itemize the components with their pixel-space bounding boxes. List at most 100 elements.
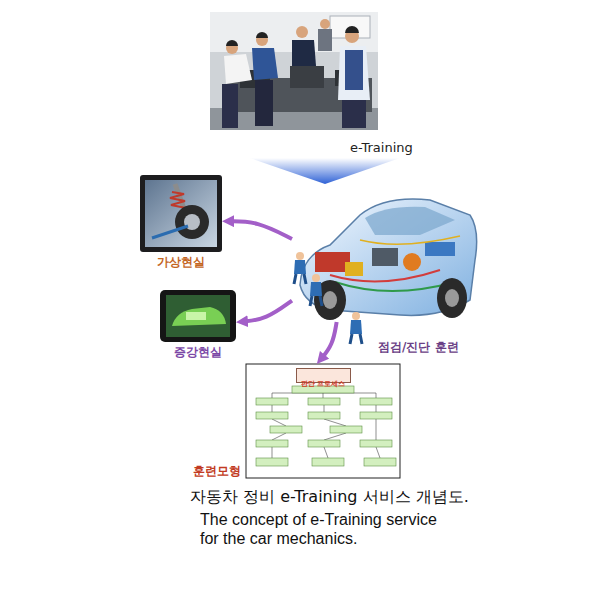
- e-training-arrow: [250, 158, 400, 184]
- car-cutaway: [403, 253, 421, 271]
- mechanic-figure: [310, 274, 322, 306]
- mechanic-figure: [350, 312, 362, 344]
- training-flowchart: [270, 426, 302, 433]
- figure-caption: 자동차 정비 e-Training 서비스 개념도.: [190, 487, 469, 506]
- training-flowchart: [308, 398, 340, 405]
- english-caption: The concept of e-Training service for th…: [200, 510, 450, 548]
- e-training-arrow: [250, 158, 400, 184]
- flowchart-picture: 훈련모형판단 프로세스: [246, 364, 400, 478]
- augmented-reality-tablet: [172, 307, 226, 326]
- mechanic-figure: [352, 312, 360, 320]
- training-flowchart: [376, 393, 377, 398]
- training-flowchart: [364, 458, 396, 466]
- virtual-reality-monitor: [140, 175, 222, 252]
- virtual-reality-monitor: [145, 180, 217, 247]
- car-cutaway: [330, 270, 440, 281]
- car-cutaway: [300, 199, 477, 320]
- training-flowchart: [376, 447, 380, 458]
- mechanic-figure: [294, 252, 306, 284]
- training-flowchart: [324, 419, 346, 426]
- training-flowchart: [376, 419, 377, 440]
- workshop-photo: [318, 29, 332, 51]
- training-flowchart: [360, 412, 392, 419]
- car-cutaway: [335, 282, 455, 291]
- arrow-label: e-Training: [350, 140, 413, 156]
- workshop-photo: [345, 26, 359, 33]
- car-cutaway: [425, 242, 455, 256]
- mechanic-figure: [294, 252, 362, 344]
- training-flowchart: [256, 412, 288, 419]
- training-flowchart: [272, 393, 273, 398]
- car-cutaway: [360, 236, 460, 244]
- virtual-reality-monitor: [140, 175, 222, 252]
- mechanic-figure: [296, 252, 304, 260]
- car-cutaway: [300, 199, 477, 315]
- training-flowchart: [272, 447, 273, 458]
- augmented-reality-tablet: [166, 295, 230, 337]
- workshop-photo: [342, 100, 366, 128]
- training-flowchart: [323, 393, 324, 398]
- training-flowchart: [360, 398, 392, 405]
- training-flowchart: [256, 386, 396, 466]
- training-flowchart: [246, 364, 400, 478]
- augmented-reality-tablet: [186, 312, 206, 320]
- mechanic-figure: [294, 260, 306, 274]
- picture-label: 점검/진단 훈련: [378, 340, 459, 354]
- training-flowchart: [360, 440, 392, 447]
- mechanic-figure: [310, 296, 322, 306]
- virtual-reality-monitor: [170, 192, 186, 208]
- training-flowchart: [312, 458, 344, 466]
- training-flowchart: [324, 447, 328, 458]
- car-cutaway-picture: 점검/진단 훈련: [292, 188, 478, 322]
- workshop-photo: [256, 32, 268, 38]
- workshop-photo: [296, 26, 308, 38]
- workshop-photo: [292, 40, 316, 66]
- car-cutaway: [365, 207, 455, 235]
- curved-arrow: [242, 301, 292, 322]
- workshop-photo: [290, 66, 324, 88]
- car-cutaway: [315, 252, 350, 272]
- mechanic-figure: [294, 274, 306, 284]
- training-flowchart: [246, 364, 400, 478]
- virtual-reality-monitor: [175, 205, 209, 239]
- training-flowchart: [272, 405, 273, 412]
- training-flowchart: [256, 440, 288, 447]
- workshop-photo: [320, 19, 330, 29]
- workshop-photo: [252, 48, 278, 80]
- workshop-photo: [224, 54, 252, 84]
- car-cutaway: [372, 248, 398, 266]
- workshop-photo: [255, 80, 273, 126]
- augmented-reality-tablet: [160, 290, 236, 342]
- training-flowchart: [256, 398, 288, 405]
- car-cutaway: [445, 289, 459, 307]
- picture-label: 증강현실: [174, 345, 222, 359]
- car-cutaway: [345, 262, 363, 276]
- picture-label: 가상현실: [157, 255, 205, 269]
- workshop-photo: [345, 50, 363, 90]
- training-flowchart: [272, 419, 286, 426]
- mechanic-figure: [312, 274, 320, 282]
- mechanic-figure: [350, 334, 362, 344]
- box-text: 판단 프로세스: [301, 380, 345, 388]
- curved-arrow: [321, 322, 337, 359]
- training-flowchart: [324, 405, 325, 412]
- curved-arrow: [228, 221, 292, 239]
- training-flowchart: [376, 405, 377, 412]
- mechanic-figure: [310, 282, 322, 296]
- training-flowchart: [272, 433, 286, 440]
- workshop-photo: [210, 12, 378, 130]
- car-cutaway: [437, 278, 467, 318]
- workshop-photo: [226, 40, 238, 46]
- training-flowchart: [308, 440, 340, 447]
- workshop-photo: [222, 84, 238, 128]
- augmented-reality-picture: 증강현실: [160, 290, 236, 342]
- virtual-reality-monitor: [152, 226, 188, 238]
- training-flowchart: [330, 426, 362, 433]
- car-cutaway: [323, 291, 337, 309]
- training-flowchart: [308, 412, 340, 419]
- training-flowchart: [256, 458, 288, 466]
- mechanic-figure: [350, 320, 362, 334]
